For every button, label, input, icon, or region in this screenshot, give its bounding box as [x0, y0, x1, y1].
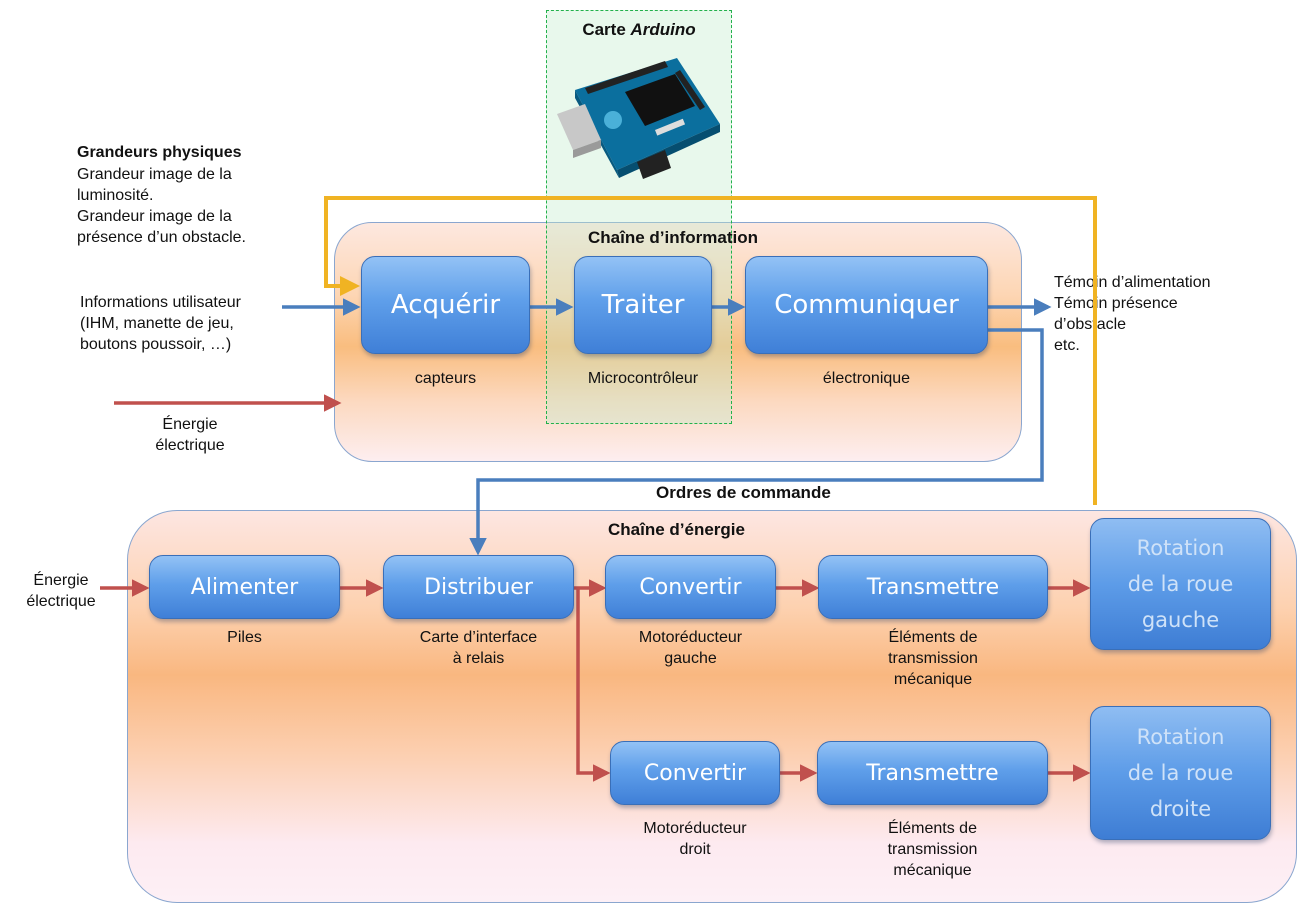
physical-quantities-text: Grandeur image de la luminosité. Grandeu…: [77, 166, 246, 246]
left-gearmotor-label: Motoréducteur gauche: [638, 629, 743, 667]
arduino-title: Carte Arduino: [582, 20, 696, 39]
right-transmission-label: Éléments de transmission mécanique: [887, 820, 978, 879]
distribute-block: Distribuer: [383, 555, 574, 619]
right-gearmotor-label: Motoréducteur droit: [643, 820, 747, 858]
left-wheel-rotation-block: Rotation de la roue gauche: [1090, 518, 1271, 650]
energy-chain-title: Chaîne d’énergie: [608, 520, 745, 539]
right-wheel-rotation-block: Rotation de la roue droite: [1090, 706, 1271, 840]
electrical-energy-info-label: Énergie électrique: [155, 416, 225, 454]
convert-right-block: Convertir: [610, 741, 780, 805]
microcontroller-label: Microcontrôleur: [587, 370, 699, 387]
batteries-label: Piles: [227, 629, 262, 646]
convert-left-block: Convertir: [605, 555, 776, 619]
sensors-label: capteurs: [414, 370, 477, 387]
electrical-energy-chain-label: Énergie électrique: [26, 572, 96, 610]
process-block: Traiter: [574, 256, 712, 354]
supply-block: Alimenter: [149, 555, 340, 619]
physical-quantities-title: Grandeurs physiques: [77, 144, 242, 161]
acquire-block: Acquérir: [361, 256, 530, 354]
information-chain-title: Chaîne d’information: [588, 228, 758, 247]
transmit-left-block: Transmettre: [818, 555, 1048, 619]
transmit-right-block: Transmettre: [817, 741, 1048, 805]
arduino-board-icon: [557, 58, 720, 179]
electronics-label: électronique: [822, 370, 911, 387]
control-orders-label: Ordres de commande: [656, 483, 831, 502]
left-transmission-label: Éléments de transmission mécanique: [888, 629, 978, 688]
user-information-text: Informations utilisateur (IHM, manette d…: [80, 294, 241, 353]
relay-board-label: Carte d’interface à relais: [419, 629, 538, 667]
communicate-block: Communiquer: [745, 256, 988, 354]
